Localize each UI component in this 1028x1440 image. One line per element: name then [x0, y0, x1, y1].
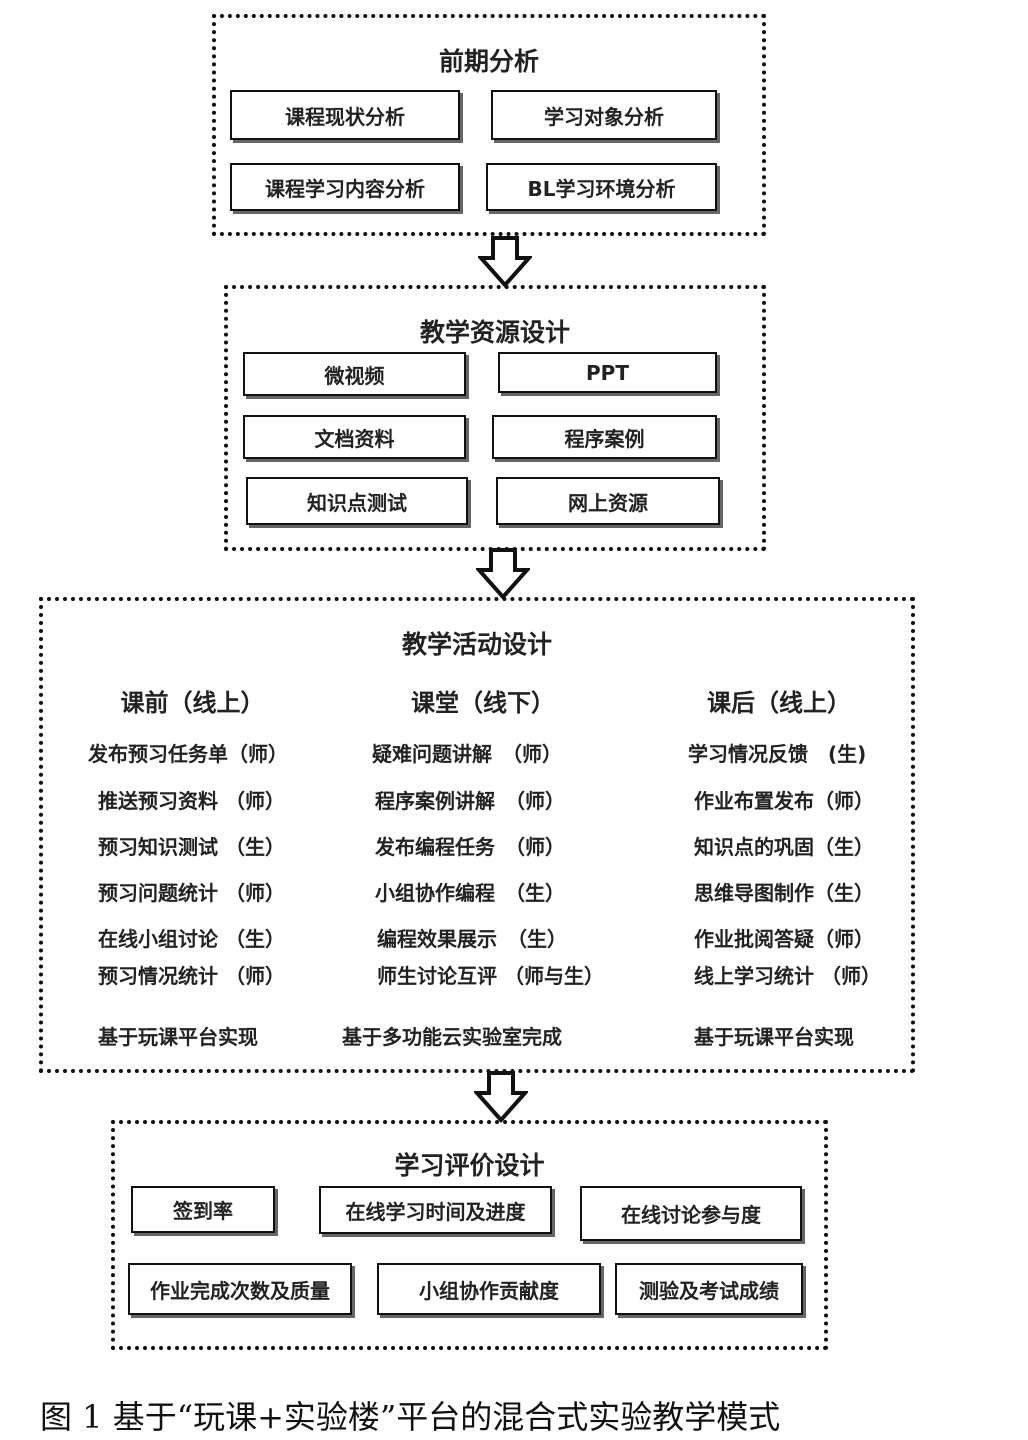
section-analysis: 前期分析: [212, 14, 766, 236]
box-course-status: 课程现状分析: [230, 90, 460, 140]
box-attendance: 签到率: [131, 1186, 275, 1233]
activity-item: 疑难问题讲解 （师）: [372, 742, 562, 766]
box-knowledge-test: 知识点测试: [246, 477, 468, 525]
column-heading-post-class: 课后（线上）: [707, 689, 851, 717]
section-title: 前期分析: [438, 47, 539, 76]
activity-item: 发布预习任务单（师）: [88, 742, 288, 766]
activity-item: 线上学习统计 （师）: [694, 964, 881, 988]
column-heading-in-class: 课堂（线下）: [411, 689, 555, 717]
box-program-cases: 程序案例: [492, 415, 717, 459]
figure-caption: 图 1 基于“玩课+实验楼”平台的混合式实验教学模式: [40, 1398, 781, 1436]
section-title: 教学资源设计: [419, 318, 570, 347]
column-footer: 基于玩课平台实现: [694, 1025, 854, 1049]
activity-item: 发布编程任务 （师）: [375, 835, 565, 859]
section-title: 教学活动设计: [401, 630, 552, 659]
box-group-contribution: 小组协作贡献度: [377, 1263, 601, 1315]
activity-item: 推送预习资料 （师）: [98, 789, 285, 813]
down-arrow-icon: [476, 548, 530, 600]
activity-item: 学习情况反馈 (生): [688, 742, 867, 766]
activity-item: 小组协作编程 （生）: [375, 881, 565, 905]
activity-item: 在线小组讨论 （生）: [98, 927, 285, 951]
activity-item: 预习知识测试 （生）: [98, 835, 285, 859]
box-ppt: PPT: [498, 352, 717, 393]
column-heading-pre-class: 课前（线上）: [120, 689, 265, 717]
activity-item: 预习情况统计 （师）: [98, 964, 285, 988]
box-homework: 作业完成次数及质量: [128, 1263, 352, 1315]
box-exam-scores: 测验及考试成绩: [615, 1263, 803, 1315]
box-documents: 文档资料: [243, 415, 466, 459]
section-evaluation: 学习评价设计: [111, 1120, 828, 1350]
activity-item: 编程效果展示 （生）: [377, 927, 567, 951]
activity-item: 思维导图制作（生）: [694, 881, 874, 905]
activity-item: 知识点的巩固（生）: [694, 835, 874, 859]
activity-item: 作业批阅答疑（师）: [694, 927, 874, 951]
box-bl-environment: BL学习环境分析: [486, 163, 717, 211]
activity-item: 作业布置发布（师）: [694, 789, 874, 813]
box-learner-analysis: 学习对象分析: [491, 90, 717, 140]
box-online-time: 在线学习时间及进度: [319, 1186, 552, 1234]
down-arrow-icon: [474, 1071, 528, 1123]
box-discussion: 在线讨论参与度: [580, 1186, 802, 1241]
activity-item: 师生讨论互评 （师与生）: [377, 964, 604, 988]
section-title: 学习评价设计: [394, 1151, 545, 1180]
box-content-analysis: 课程学习内容分析: [230, 163, 460, 211]
down-arrow-icon: [478, 236, 532, 288]
column-footer: 基于多功能云实验室完成: [342, 1025, 562, 1049]
activity-item: 预习问题统计 （师）: [98, 881, 285, 905]
box-micro-video: 微视频: [243, 352, 466, 396]
section-activities: 教学活动设计: [39, 597, 915, 1073]
column-footer: 基于玩课平台实现: [98, 1025, 258, 1049]
box-online-resources: 网上资源: [496, 477, 720, 525]
activity-item: 程序案例讲解 （师）: [375, 789, 565, 813]
